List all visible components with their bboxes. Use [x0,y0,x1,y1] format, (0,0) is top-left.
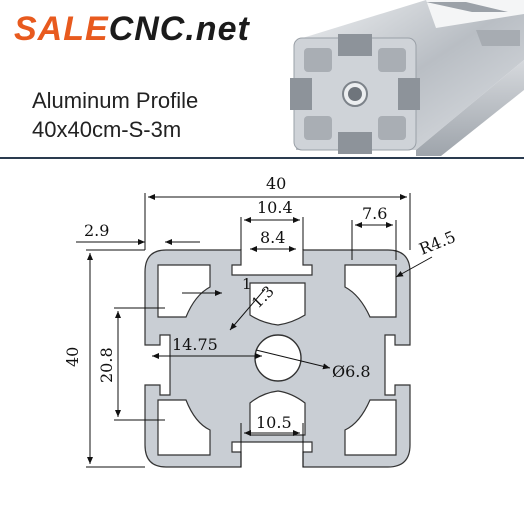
header: SALECNC.net Aluminum Profile 40x40cm-S-3… [0,0,524,160]
dim-wall-thickness: 2.9 [84,221,109,240]
product-name: Aluminum Profile [32,88,199,113]
dim-slot-inner: 8.4 [260,228,285,247]
profile-pockets [157,264,397,456]
dim-half-span: 14.75 [172,335,218,354]
dim-slot-bottom: 10.5 [256,413,292,432]
dim-height-total: 40 [63,347,82,367]
profile-cross-section-diagram: 40 10.4 8.4 2.9 7.6 R4.5 1 1.3 40 20.8 1… [63,174,458,468]
brand-logo[interactable]: SALECNC.net [14,6,250,52]
dim-slot-outer: 10.4 [257,198,293,217]
product-spec: 40x40cm-S-3m [32,117,182,142]
dim-slot-height: 20.8 [97,347,116,383]
dim-corner-radius: R4.5 [416,227,458,259]
dim-corner-slot: 7.6 [362,204,387,223]
aluminum-profile-photo-icon [290,0,524,156]
dim-width-total: 40 [266,174,286,193]
brand-part-sale: SALE [14,10,109,48]
brand-part-cnc: CNC.net [108,10,250,48]
center-hole [254,334,302,382]
product-title: Aluminum Profile 40x40cm-S-3m [32,86,198,144]
dim-wall: 1 [242,275,252,293]
divider-line [0,157,524,159]
dimension-lines [76,193,433,468]
dim-center-hole: Ø6.8 [332,362,371,381]
